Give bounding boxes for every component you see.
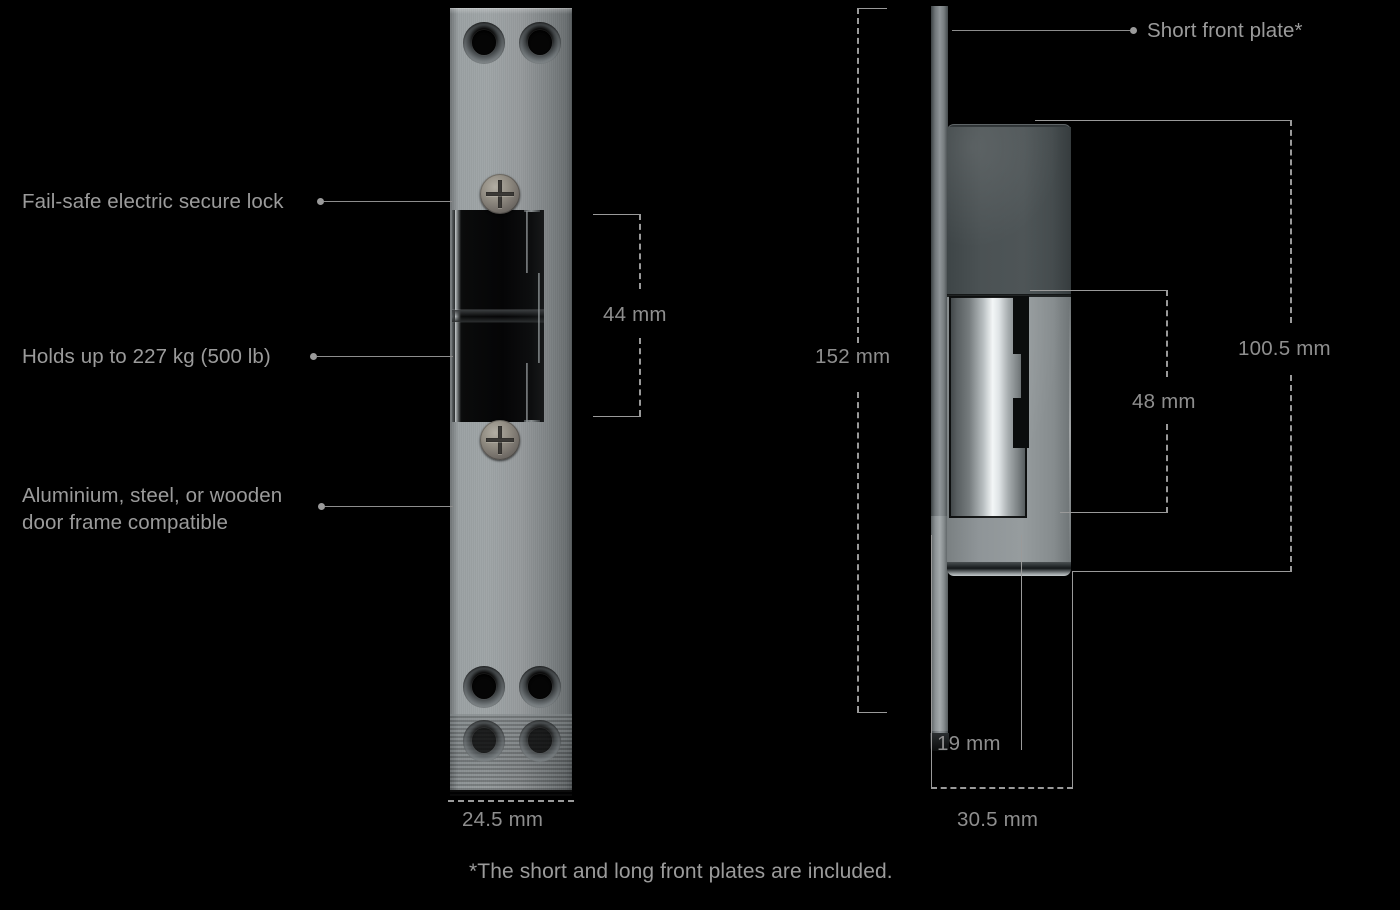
keeper-step-bottom-edge xyxy=(524,420,540,422)
dim-44mm-label: 44 mm xyxy=(603,303,667,326)
product-side-view xyxy=(925,6,1085,766)
reflected-hole-right xyxy=(519,720,561,762)
latch-notch-lower xyxy=(1013,398,1029,448)
dim-30-5mm-ext-left xyxy=(931,700,932,788)
dim-44mm-line-upper xyxy=(639,214,641,289)
dim-100-5mm-label: 100.5 mm xyxy=(1238,337,1331,360)
dim-152mm-line-lower xyxy=(857,392,859,712)
screw-top xyxy=(480,174,520,214)
dim-44mm-ext-bottom xyxy=(593,416,641,417)
dim-48mm-line-lower xyxy=(1166,424,1168,513)
keeper-step-mid xyxy=(538,273,540,363)
product-front-view xyxy=(450,8,572,798)
latch-notch-upper xyxy=(1013,296,1029,354)
front-plate-edge-lower xyxy=(931,516,948,731)
dim-152mm-label: 152 mm xyxy=(815,345,891,368)
mounting-hole-bore xyxy=(472,674,496,699)
dim-24-5mm-label: 24.5 mm xyxy=(462,808,544,831)
callout-short-plate-line xyxy=(952,30,1130,31)
front-plate-tip xyxy=(930,733,949,751)
dim-19mm-label: 19 mm xyxy=(937,732,1001,755)
dim-100-5mm-ext-top xyxy=(1035,120,1292,121)
dim-100-5mm-line-upper xyxy=(1290,120,1292,323)
callout-fail-safe: Fail-safe electric secure lock xyxy=(22,190,284,213)
body-bottom-lip xyxy=(947,562,1071,576)
dim-19mm-ext-left xyxy=(931,535,932,760)
lock-body-upper xyxy=(947,127,1071,295)
dim-44mm-ext-top xyxy=(593,214,641,215)
dim-152mm-line-upper xyxy=(857,8,859,343)
footnote: *The short and long front plates are inc… xyxy=(469,860,893,883)
keeper-step-upper xyxy=(526,211,528,273)
dim-48mm-ext-bottom xyxy=(1060,512,1168,513)
keeper-divider xyxy=(452,310,544,322)
body-right-edge-highlight xyxy=(1069,298,1071,564)
mounting-hole-top-left xyxy=(463,22,505,64)
dim-24-5mm-line xyxy=(448,800,574,802)
mounting-hole-bottom-right xyxy=(519,666,561,708)
screw-bottom xyxy=(480,420,520,460)
mounting-hole-bore xyxy=(472,728,496,753)
callout-short-plate-dot xyxy=(1130,27,1137,34)
dim-19mm-ext-right xyxy=(1021,535,1022,750)
screw-slot-horizontal xyxy=(486,192,514,196)
keeper-step-top-edge xyxy=(524,210,540,212)
callout-short-plate: Short front plate* xyxy=(1147,19,1303,42)
callout-fail-safe-line xyxy=(324,201,452,202)
callout-holding-force-line xyxy=(317,356,453,357)
dim-48mm-label: 48 mm xyxy=(1132,390,1196,413)
dim-30-5mm-line xyxy=(931,787,1073,789)
callout-frame-compatibility-line xyxy=(325,506,453,507)
dim-100-5mm-line-lower xyxy=(1290,375,1292,572)
callout-holding-force: Holds up to 227 kg (500 lb) xyxy=(22,345,271,368)
mounting-hole-bottom-left xyxy=(463,666,505,708)
dim-44mm-line-lower xyxy=(639,338,641,416)
screw-slot-horizontal xyxy=(486,438,514,442)
mounting-hole-top-right xyxy=(519,22,561,64)
callout-fail-safe-dot xyxy=(317,198,324,205)
callout-frame-compatibility: Aluminium, steel, or wooden door frame c… xyxy=(22,484,283,534)
reflected-hole-left xyxy=(463,720,505,762)
keeper-step-lower xyxy=(526,363,528,422)
dim-30-5mm-ext-right xyxy=(1072,571,1073,788)
latch-notch-mid xyxy=(1021,354,1029,398)
callout-frame-compatibility-dot xyxy=(318,503,325,510)
dim-152mm-ext-top xyxy=(857,8,887,9)
dim-152mm-ext-bottom xyxy=(857,712,887,713)
faceplate-top-highlight xyxy=(450,8,572,14)
callout-holding-force-dot xyxy=(310,353,317,360)
dim-100-5mm-ext-bottom xyxy=(1072,571,1292,572)
dim-30-5mm-label: 30.5 mm xyxy=(957,808,1039,831)
dim-48mm-line-upper xyxy=(1166,290,1168,377)
mounting-hole-bore xyxy=(528,674,552,699)
mounting-hole-bore xyxy=(528,728,552,753)
dim-48mm-ext-top xyxy=(1030,290,1168,291)
mounting-hole-bore xyxy=(472,30,496,55)
body-seam-upper xyxy=(947,294,1071,297)
mounting-hole-bore xyxy=(528,30,552,55)
